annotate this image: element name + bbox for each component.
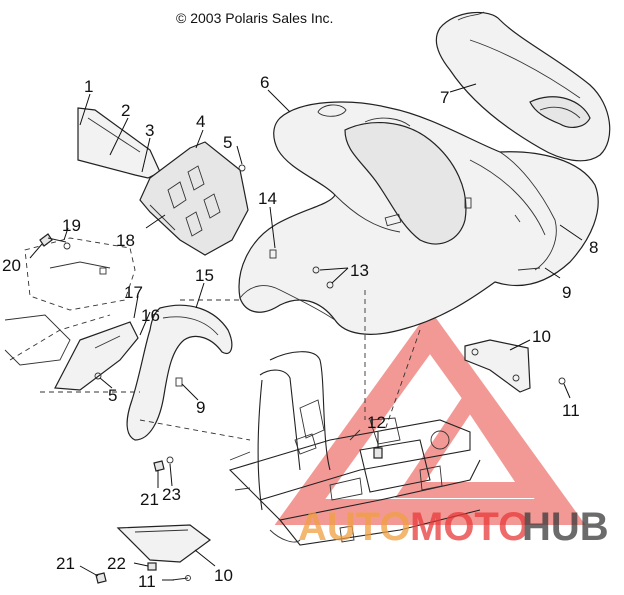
- callout-15: 15: [195, 266, 214, 285]
- callout-23: 23: [162, 485, 181, 504]
- front-fender-body: [238, 101, 599, 335]
- callout-11: 11: [562, 401, 580, 420]
- callout-1: 1: [84, 77, 93, 96]
- callout-5: 5: [223, 133, 232, 152]
- fasteners: [39, 164, 566, 584]
- callout-3: 3: [145, 121, 154, 140]
- callout-2: 2: [121, 101, 130, 120]
- callout-12: 12: [367, 413, 386, 432]
- footwell-outline: [4, 237, 136, 366]
- callout-16: 16: [141, 306, 160, 325]
- left-footwell-panel: [77, 107, 249, 256]
- callout-19: 19: [62, 216, 81, 235]
- watermark-logo: [274, 309, 586, 525]
- bracket-upper: [464, 339, 531, 393]
- callout-21: 21: [140, 490, 159, 509]
- callout-22: 22: [107, 554, 126, 573]
- callout-17: 17: [124, 283, 143, 302]
- callout-7: 7: [440, 88, 449, 107]
- callout-21-lower: 21: [56, 554, 75, 573]
- skid-plate-lower: [116, 524, 212, 563]
- seat-part: [435, 11, 611, 162]
- callout-10: 10: [532, 327, 551, 346]
- callout-9-lower: 9: [196, 398, 205, 417]
- callout-6: 6: [260, 73, 269, 92]
- watermark-hub: HUB: [522, 505, 609, 549]
- callout-8: 8: [589, 238, 598, 257]
- copyright-text: © 2003 Polaris Sales Inc.: [176, 10, 333, 26]
- callout-10-lower: 10: [214, 566, 233, 585]
- watermark-auto: AUTO: [298, 505, 411, 549]
- callout-18: 18: [116, 231, 135, 250]
- callout-20: 20: [2, 256, 21, 275]
- callout-13: 13: [350, 261, 369, 280]
- callout-14: 14: [258, 189, 277, 208]
- callout-9: 9: [562, 283, 571, 302]
- callout-4: 4: [196, 112, 205, 131]
- callout-11-lower: 11: [138, 572, 156, 590]
- watermark-moto: MOTO: [410, 505, 529, 549]
- callout-5-lower: 5: [108, 386, 117, 405]
- left-lower-panel: [9, 314, 140, 393]
- fender-flare-part: [126, 304, 233, 441]
- watermark-text: AUTO MOTO HUB: [298, 505, 609, 549]
- frame-structure: [139, 290, 481, 546]
- leader-lines: [29, 83, 583, 581]
- callout-labels: 1 2 3 4 5 6 7 8 9 10 11 12 13 14 15 16 1…: [2, 73, 598, 591]
